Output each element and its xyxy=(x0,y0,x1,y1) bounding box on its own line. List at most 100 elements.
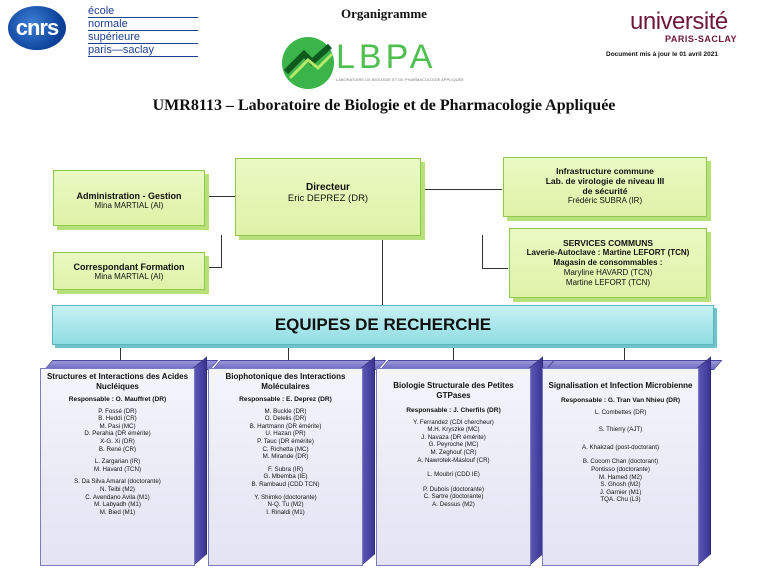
team-member: A. Dessus (M2) xyxy=(432,500,475,508)
directeur-person: Eric DEPREZ (DR) xyxy=(287,193,369,204)
connector-team-1 xyxy=(120,345,121,360)
team-2-name: Biophotonique des Interactions Moléculai… xyxy=(225,372,346,391)
team-member: F. Subra (IR) xyxy=(267,465,304,473)
connector-formation-v xyxy=(221,235,222,268)
team-member: J. Garnier (M1) xyxy=(599,488,642,496)
admin-box: Administration - Gestion Mina MARTIAL (A… xyxy=(53,170,205,226)
team-member: M. Labyadh (M1) xyxy=(94,501,141,509)
lbpa-subtitle: LABORATOIRE DE BIOLOGIE ET DE PHARMACOLO… xyxy=(336,77,464,82)
team-box-2: Biophotonique des Interactions Moléculai… xyxy=(208,368,363,566)
team-member: L. Zargarian (IR) xyxy=(94,458,141,466)
connector-team-2 xyxy=(288,345,289,360)
formation-box: Correspondant Formation Mina MARTIAL (AI… xyxy=(53,252,205,290)
team-member: P. Fossé (DR) xyxy=(98,407,137,415)
services-line-1: Laverie-Autoclave : Martine LEFORT (TCN) xyxy=(526,248,690,257)
organigramme-title: Organigramme xyxy=(341,6,427,21)
connector-admin xyxy=(205,196,235,197)
team-member: S. Da Silva Amaral (doctorante) xyxy=(74,478,161,486)
connector-equipes xyxy=(382,235,383,305)
team-member: Y. Ferrandez (CDI chercheur) xyxy=(413,418,494,426)
team-member: M. Mirande (DR) xyxy=(262,453,309,461)
team-member: D. Perahia (DR émérite) xyxy=(84,430,151,438)
team-member: B. Cocom Chan (doctorant) xyxy=(582,458,659,466)
team-member: B. René (CR) xyxy=(98,445,137,453)
team-member: M. Bied (M1) xyxy=(99,508,136,516)
team-member: M.H. Kryszke (MC) xyxy=(427,426,480,434)
cnrs-logo-text: cnrs xyxy=(15,15,59,40)
infra-line-3: de sécurité xyxy=(582,186,628,196)
connector-team-3 xyxy=(453,345,454,360)
team-member: A. Khakzad (post-doctorant) xyxy=(581,443,660,451)
team-member: S. Thierry (AJT) xyxy=(598,426,643,434)
connector-services-h xyxy=(482,268,508,269)
team-member: I. Rinaldi (M1) xyxy=(266,508,305,516)
team-3-responsable: Responsable : J. Cherfils (DR) xyxy=(406,407,501,414)
infra-line-2: Lab. de virologie de niveau III xyxy=(545,176,665,186)
services-line-3: Maryline HAVARD (TCN) xyxy=(563,268,653,277)
team-box-1: Structures et Interactions des Acides Nu… xyxy=(40,368,195,566)
team-member: C. Sartre (doctorante) xyxy=(423,493,484,501)
team-2-responsable: Responsable : E. Deprez (DR) xyxy=(239,396,332,403)
team-member: B. Rambaud (CDD TCN) xyxy=(251,480,320,488)
team-member: P. Tauc (DR émérite) xyxy=(257,437,314,445)
connector-team-4 xyxy=(624,345,625,360)
ens-line-3: supérieure xyxy=(88,32,198,44)
team-member: Pontisso (doctorante) xyxy=(591,465,650,473)
directeur-box: Directeur Eric DEPREZ (DR) xyxy=(235,158,421,236)
paris-saclay-logo-text: PARIS-SACLAY xyxy=(665,34,738,44)
team-member: A. Nawrotek-Maslouf (CR) xyxy=(417,456,490,464)
team-member: N. Teibi (M2) xyxy=(100,485,135,493)
team-member: L. Moubri (CDD IE) xyxy=(427,471,480,479)
equipes-de-recherche-bar: EQUIPES DE RECHERCHE xyxy=(52,305,714,345)
lbpa-emblem-icon xyxy=(282,37,334,89)
team-member: O. Delelis (DR) xyxy=(264,415,307,423)
universite-logo-text: université xyxy=(630,8,728,35)
team-member: M. Havard (TCN) xyxy=(93,465,142,473)
umr-title: UMR8113 – Laboratoire de Biologie et de … xyxy=(152,97,616,114)
cnrs-logo: cnrs xyxy=(8,6,66,50)
team-box-4: Signalisation et Infection Microbienne R… xyxy=(542,368,699,566)
team-1-responsable: Responsable : O. Mauffret (DR) xyxy=(68,396,167,403)
team-member: G. Peyroche (MC) xyxy=(428,441,479,449)
team-member: Y. Shimko (doctorante) xyxy=(254,493,317,501)
team-member: L. Combettes (DR) xyxy=(594,408,647,416)
team-member: N-Q. Tu (M2) xyxy=(267,501,304,509)
team-member: M. Zeghouf (CR) xyxy=(430,448,477,456)
directeur-title: Directeur xyxy=(306,182,350,193)
ens-paris-saclay-logo: école normale supérieure paris—saclay xyxy=(88,6,198,58)
admin-person: Mina MARTIAL (AI) xyxy=(94,201,164,210)
infra-line-1: Infrastructure commune xyxy=(556,166,654,176)
admin-title: Administration - Gestion xyxy=(76,191,182,201)
connector-services-v xyxy=(482,235,483,269)
team-member: J. Navaza (DR émérite) xyxy=(421,433,486,441)
team-member: C. Richetta (MC) xyxy=(262,445,309,453)
ens-line-2: normale xyxy=(88,19,198,31)
team-member: M. Hamed (M2) xyxy=(599,473,642,481)
team-member: M. Pasi (MC) xyxy=(99,422,136,430)
team-4-name: Signalisation et Infection Microbienne xyxy=(548,381,693,390)
infrastructure-box: Infrastructure commune Lab. de virologie… xyxy=(503,157,707,217)
ens-line-1: école xyxy=(88,6,198,18)
services-line-4: Martine LEFORT (TCN) xyxy=(565,278,651,287)
team-member: X-G. Xi (DR) xyxy=(100,437,135,445)
team-member: B. Hartmann (DR émérite) xyxy=(249,422,322,430)
connector-formation-h xyxy=(205,267,222,268)
team-member: C. Avendano Avila (M1) xyxy=(85,493,150,501)
lbpa-logo-text: LBPA xyxy=(336,38,437,76)
services-title: SERVICES COMMUNS xyxy=(562,238,654,248)
team-4-responsable: Responsable : G. Tran Van Nhieu (DR) xyxy=(560,397,681,404)
team-member: M. Buckle (DR) xyxy=(264,407,307,415)
services-box: SERVICES COMMUNS Laverie-Autoclave : Mar… xyxy=(509,228,707,298)
team-member: G. Mbemba (IE) xyxy=(263,473,308,481)
team-2-side xyxy=(361,356,375,566)
services-line-2: Magasin de consommables : xyxy=(553,258,663,267)
team-member: P. Dubois (doctorante) xyxy=(422,485,485,493)
connector-infra xyxy=(420,189,502,190)
team-1-name: Structures et Interactions des Acides Nu… xyxy=(46,372,189,391)
team-1-side xyxy=(193,356,207,566)
team-member: S. Ghosh (M2) xyxy=(600,481,641,489)
team-member: TQA. Chu (L3) xyxy=(600,496,641,504)
team-box-3: Biologie Structurale des Petites GTPases… xyxy=(376,368,531,566)
infra-person: Frédéric SUBRA (IR) xyxy=(567,196,643,205)
ens-line-4: paris—saclay xyxy=(88,45,198,57)
